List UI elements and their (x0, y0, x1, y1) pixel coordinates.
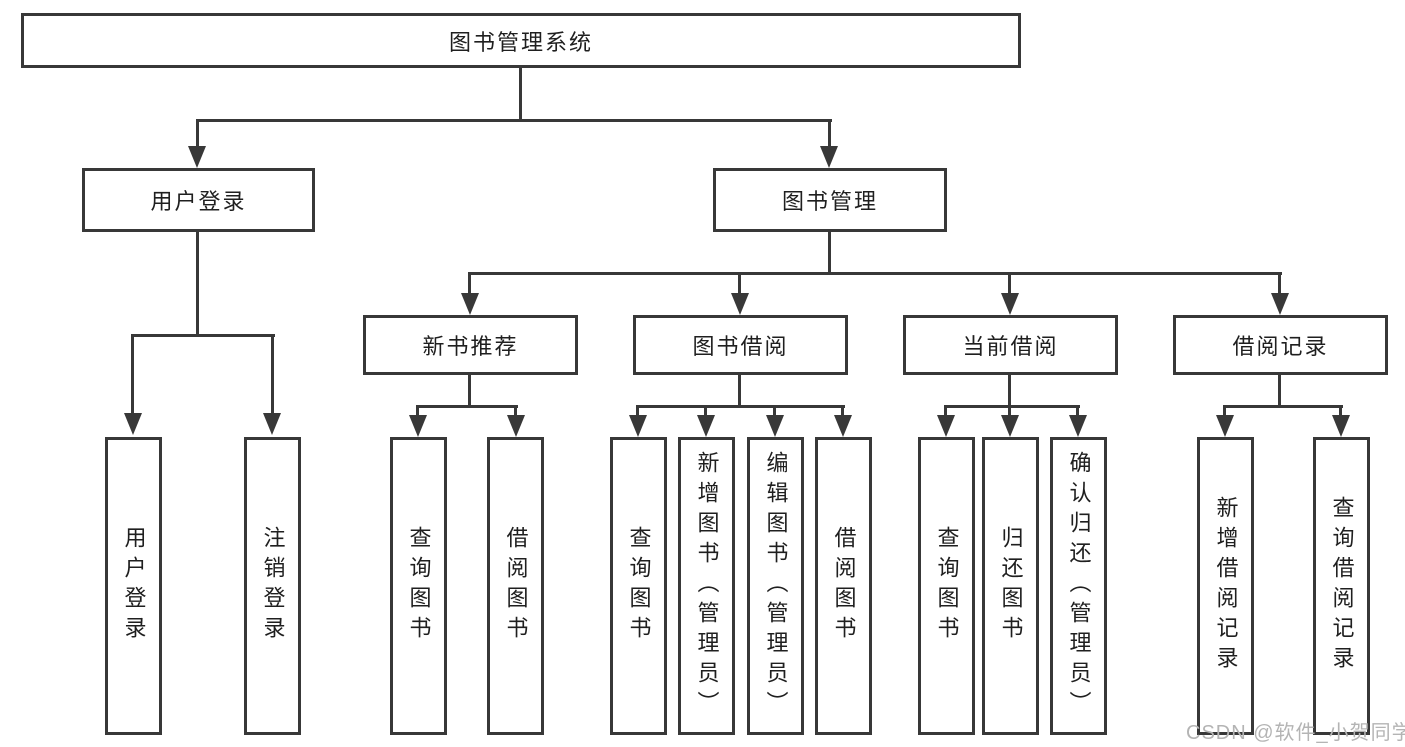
arrow-down-icon (1216, 415, 1234, 437)
connector-hline (131, 334, 275, 337)
arrow-down-icon (766, 415, 784, 437)
arrow-down-icon (1001, 293, 1019, 315)
arrow-down-icon (731, 293, 749, 315)
connector-vline (1008, 405, 1011, 417)
connector-hline (416, 405, 518, 408)
connector-vline (1008, 375, 1011, 408)
leaf-current-return-books: 归还图书 (982, 437, 1039, 735)
connector-vline (1278, 375, 1281, 408)
connector-vline (131, 334, 134, 415)
connector-hline (1223, 405, 1343, 408)
arrow-down-icon (697, 415, 715, 437)
csdn-watermark: CSDN @软件_小贺同学 (1186, 722, 1405, 744)
arrow-down-icon (1069, 415, 1087, 437)
node-borrowing-records: 借阅记录 (1173, 315, 1388, 375)
connector-vline (271, 334, 274, 415)
connector-hline (944, 405, 1080, 408)
connector-vline (1339, 405, 1342, 417)
leaf-borrow-edit-books-admin: 编辑图书（管理员） (747, 437, 804, 735)
leaf-borrow-add-books-admin: 新增图书（管理员） (678, 437, 735, 735)
connector-hline (636, 405, 845, 408)
arrow-down-icon (124, 413, 142, 435)
arrow-down-icon (507, 415, 525, 437)
leaf-records-query-record: 查询借阅记录 (1313, 437, 1370, 735)
arrow-down-icon (937, 415, 955, 437)
connector-vline (514, 405, 517, 417)
leaf-newbooks-query-books: 查询图书 (390, 437, 447, 735)
connector-vline (636, 405, 639, 417)
node-new-book-recommend: 新书推荐 (363, 315, 578, 375)
node-current-borrowing: 当前借阅 (903, 315, 1118, 375)
connector-vline (828, 232, 831, 275)
leaf-newbooks-borrow-books: 借阅图书 (487, 437, 544, 735)
leaf-user-login: 用户登录 (105, 437, 162, 735)
node-book-borrowing: 图书借阅 (633, 315, 848, 375)
arrow-down-icon (263, 413, 281, 435)
leaf-current-query-books: 查询图书 (918, 437, 975, 735)
arrow-down-icon (188, 146, 206, 168)
arrow-down-icon (409, 415, 427, 437)
connector-vline (468, 272, 471, 296)
leaf-records-add-record: 新增借阅记录 (1197, 437, 1254, 735)
connector-hline (196, 119, 832, 122)
connector-vline (1008, 272, 1011, 296)
connector-hline (468, 272, 1282, 275)
connector-vline (416, 405, 419, 417)
connector-vline (773, 405, 776, 417)
arrow-down-icon (1332, 415, 1350, 437)
connector-vline (1278, 272, 1281, 296)
leaf-borrow-query-books: 查询图书 (610, 437, 667, 735)
node-library-management-system: 图书管理系统 (21, 13, 1021, 68)
connector-vline (828, 119, 831, 148)
arrow-down-icon (1271, 293, 1289, 315)
connector-vline (738, 272, 741, 296)
connector-vline (196, 119, 199, 148)
connector-vline (1076, 405, 1079, 417)
node-user-login: 用户登录 (82, 168, 315, 232)
arrow-down-icon (629, 415, 647, 437)
connector-vline (1223, 405, 1226, 417)
leaf-logout: 注销登录 (244, 437, 301, 735)
arrow-down-icon (834, 415, 852, 437)
leaf-current-confirm-return-admin: 确认归还（管理员） (1050, 437, 1107, 735)
node-book-management: 图书管理 (713, 168, 947, 232)
connector-vline (738, 375, 741, 408)
connector-vline (841, 405, 844, 417)
arrow-down-icon (1001, 415, 1019, 437)
connector-vline (196, 232, 199, 337)
connector-vline (704, 405, 707, 417)
connector-vline (944, 405, 947, 417)
arrow-down-icon (461, 293, 479, 315)
arrow-down-icon (820, 146, 838, 168)
connector-vline (519, 68, 522, 122)
leaf-borrow-borrow-books: 借阅图书 (815, 437, 872, 735)
connector-vline (468, 375, 471, 408)
